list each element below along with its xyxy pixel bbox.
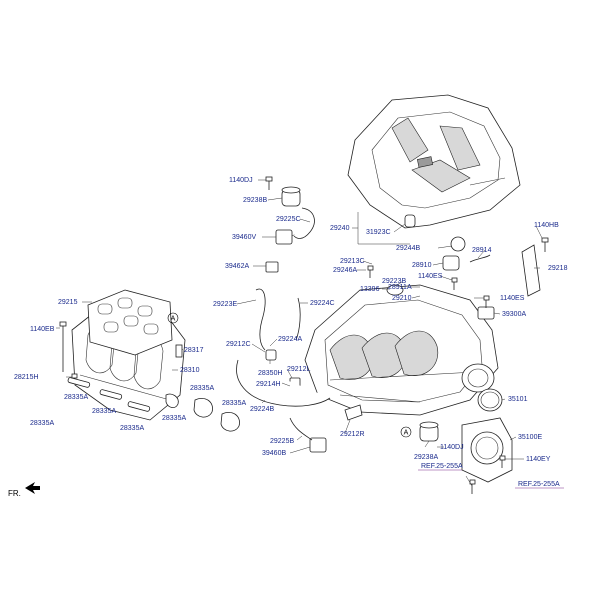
label-13396: 13396 <box>360 286 380 293</box>
circle-marker-a-left: A <box>167 312 179 324</box>
label-29223E: 29223E <box>213 301 237 308</box>
label-28335A-6: 28335A <box>120 425 144 432</box>
circle-marker-a-right: A <box>400 426 412 438</box>
label-29218: 29218 <box>548 265 568 272</box>
label-39300A: 39300A <box>502 311 526 318</box>
reference-labels: REF.25-255A REF.25-255A <box>418 463 564 489</box>
label-1140EB: 1140EB <box>30 326 55 333</box>
label-28911A: 28911A <box>388 284 412 291</box>
front-orientation-marker: FR. <box>8 482 40 498</box>
label-29212R: 29212R <box>340 431 365 438</box>
label-29214H: 29214H <box>256 381 281 388</box>
runner-gaskets-drawing <box>67 377 240 432</box>
label-29223B: 29223B <box>382 278 406 285</box>
engine-cover-drawing <box>347 94 521 229</box>
svg-text:A: A <box>171 316 176 323</box>
ref-label-left: REF.25-255A <box>421 463 463 470</box>
label-28335A-1: 28335A <box>190 385 214 392</box>
label-29240: 29240 <box>330 225 350 232</box>
label-28335A-5: 28335A <box>162 415 186 422</box>
label-29212L: 29212L <box>287 366 310 373</box>
label-28310: 28310 <box>180 367 200 374</box>
label-1140HB: 1140HB <box>534 222 559 229</box>
label-29224B: 29224B <box>250 406 274 413</box>
intake-manifold-drawing <box>304 284 499 416</box>
label-1140EY: 1140EY <box>526 456 551 463</box>
label-29238B: 29238B <box>243 197 267 204</box>
front-arrow-icon <box>25 482 40 494</box>
label-29224C: 29224C <box>310 300 335 307</box>
svg-text:FR.: FR. <box>8 489 21 498</box>
label-1140ES-right: 1140ES <box>500 295 525 302</box>
label-28910: 28910 <box>412 262 432 269</box>
label-35101: 35101 <box>508 396 528 403</box>
label-29225C: 29225C <box>276 216 301 223</box>
label-28350H: 28350H <box>258 370 283 377</box>
throttle-body-drawing <box>461 388 513 483</box>
gasket-frame-drawing <box>87 289 173 356</box>
label-1140DJ-top: 1140DJ <box>229 177 253 184</box>
label-35100E: 35100E <box>518 434 542 441</box>
label-28317: 28317 <box>184 347 204 354</box>
label-28335A-3: 28335A <box>222 400 246 407</box>
label-29215: 29215 <box>58 299 78 306</box>
label-29244B: 29244B <box>396 245 420 252</box>
label-1140ES-top: 1140ES <box>418 273 443 280</box>
label-29246A: 29246A <box>333 267 357 274</box>
label-39462A: 39462A <box>225 263 249 270</box>
leader-lines <box>56 179 543 487</box>
label-29210: 29210 <box>392 295 412 302</box>
label-39460V: 39460V <box>232 234 256 241</box>
label-29238A: 29238A <box>414 454 438 461</box>
label-31923C: 31923C <box>366 229 391 236</box>
label-28215H: 28215H <box>14 374 39 381</box>
label-39460B: 39460B <box>262 450 286 457</box>
label-28914: 28914 <box>472 247 492 254</box>
vacuum-hoses-drawing <box>236 207 331 441</box>
label-28335A-4: 28335A <box>92 408 116 415</box>
bolts-drawing <box>59 176 549 494</box>
label-28335A-2: 28335A <box>64 394 88 401</box>
label-29224A: 29224A <box>278 336 302 343</box>
label-28335A-7: 28335A <box>30 420 54 427</box>
label-1140DJ-bottom: 1140DJ <box>440 444 464 451</box>
label-29212C: 29212C <box>226 341 251 348</box>
part-labels: 1140DJ 29238B 29225C 39460V 39462A 29240… <box>14 177 568 463</box>
svg-text:A: A <box>404 430 409 437</box>
ref-label-right: REF.25-255A <box>518 481 560 488</box>
label-29225B: 29225B <box>270 438 294 445</box>
label-29213C: 29213C <box>340 258 365 265</box>
